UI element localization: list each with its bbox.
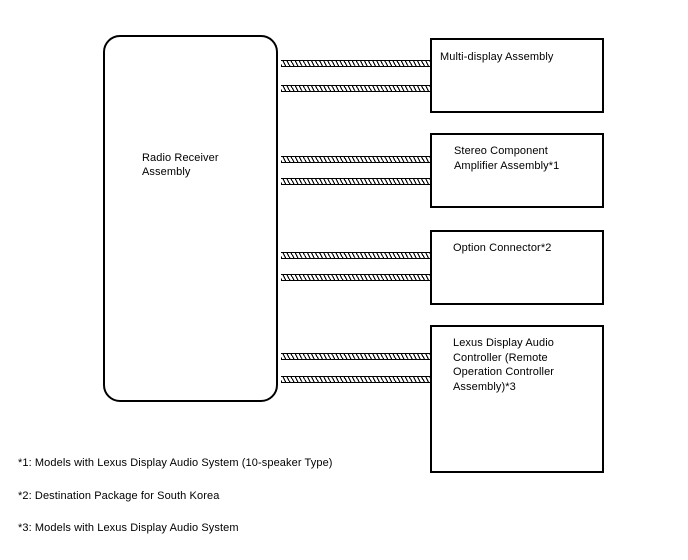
stereo-component-amplifier-assembly-block: Stereo Component Amplifier Assembly*1 [430, 133, 604, 208]
option-connector-block: Option Connector*2 [430, 230, 604, 305]
lexus-display-audio-controller-block: Lexus Display Audio Controller (Remote O… [430, 325, 604, 473]
radio-receiver-assembly-label: Radio Receiver Assembly [142, 152, 219, 178]
footnote-3: *3: Models with Lexus Display Audio Syst… [18, 522, 239, 534]
harness-multi-display-upper [281, 60, 430, 67]
lexus-display-audio-controller-label: Lexus Display Audio Controller (Remote O… [453, 337, 555, 393]
harness-controller-upper [281, 353, 430, 360]
stereo-component-amplifier-assembly-label: Stereo Component Amplifier Assembly*1 [454, 145, 560, 172]
radio-receiver-assembly-block: Radio Receiver Assembly [103, 35, 278, 402]
multi-display-assembly-label: Multi-display Assembly [440, 51, 554, 63]
option-connector-label: Option Connector*2 [453, 242, 552, 254]
harness-controller-lower [281, 376, 430, 383]
multi-display-assembly-block: Multi-display Assembly [430, 38, 604, 113]
footnote-1: *1: Models with Lexus Display Audio Syst… [18, 457, 333, 469]
harness-option-connector-upper [281, 252, 430, 259]
harness-option-connector-lower [281, 274, 430, 281]
harness-amplifier-lower [281, 178, 430, 185]
harness-multi-display-lower [281, 85, 430, 92]
harness-amplifier-upper [281, 156, 430, 163]
footnote-2: *2: Destination Package for South Korea [18, 490, 220, 502]
